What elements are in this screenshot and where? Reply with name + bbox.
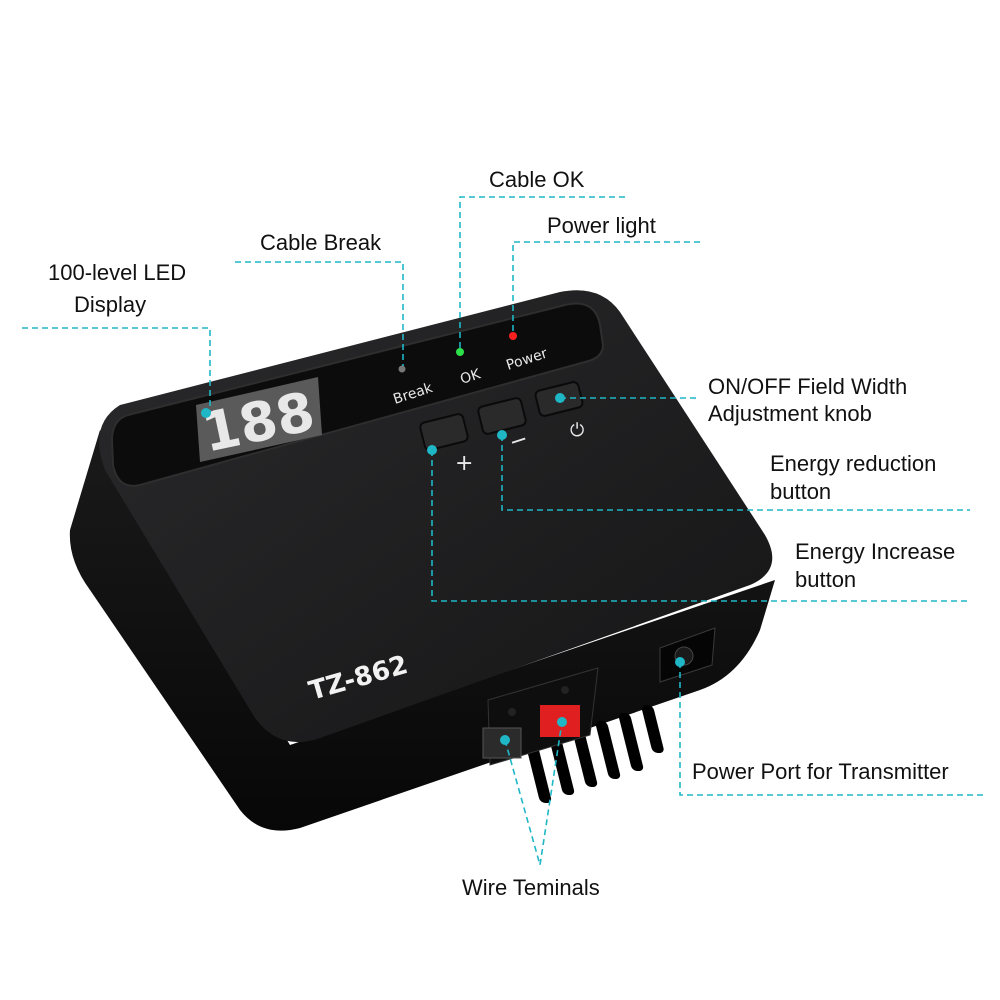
energy-increase-label-line1: Energy Increase xyxy=(795,539,956,564)
energy-reduction-label-line2: button xyxy=(770,479,832,504)
led-display-label-line1: 100-level LED xyxy=(48,260,187,285)
cable-ok-label: Cable OK xyxy=(489,167,585,192)
leader-lines xyxy=(22,196,985,866)
power-light-label: Power light xyxy=(547,213,656,238)
power-port-label: Power Port for Transmitter xyxy=(692,759,949,784)
energy-reduction-label-line1: Energy reduction xyxy=(770,451,937,476)
leader-dots xyxy=(201,393,685,745)
device-side xyxy=(69,430,776,831)
vent-slots xyxy=(526,705,664,803)
onoff-label-line2: Adjustment knob xyxy=(708,401,872,426)
cable-break-label: Cable Break xyxy=(260,230,382,255)
wire-terminals-label: Wire Teminals xyxy=(462,875,600,900)
plus-button[interactable] xyxy=(419,413,469,451)
led-display-label-line2: Display xyxy=(74,292,147,317)
power-symbol-icon: ⏻ xyxy=(570,420,584,441)
energy-increase-label-line2: button xyxy=(795,567,857,592)
break-led xyxy=(398,365,406,373)
plus-symbol: + xyxy=(455,451,473,476)
onoff-label-line1: ON/OFF Field Width xyxy=(708,374,908,399)
power-led xyxy=(509,332,517,340)
ok-indicator-label: OK xyxy=(458,366,483,388)
minus-button[interactable] xyxy=(477,397,527,435)
ok-led xyxy=(456,348,464,356)
